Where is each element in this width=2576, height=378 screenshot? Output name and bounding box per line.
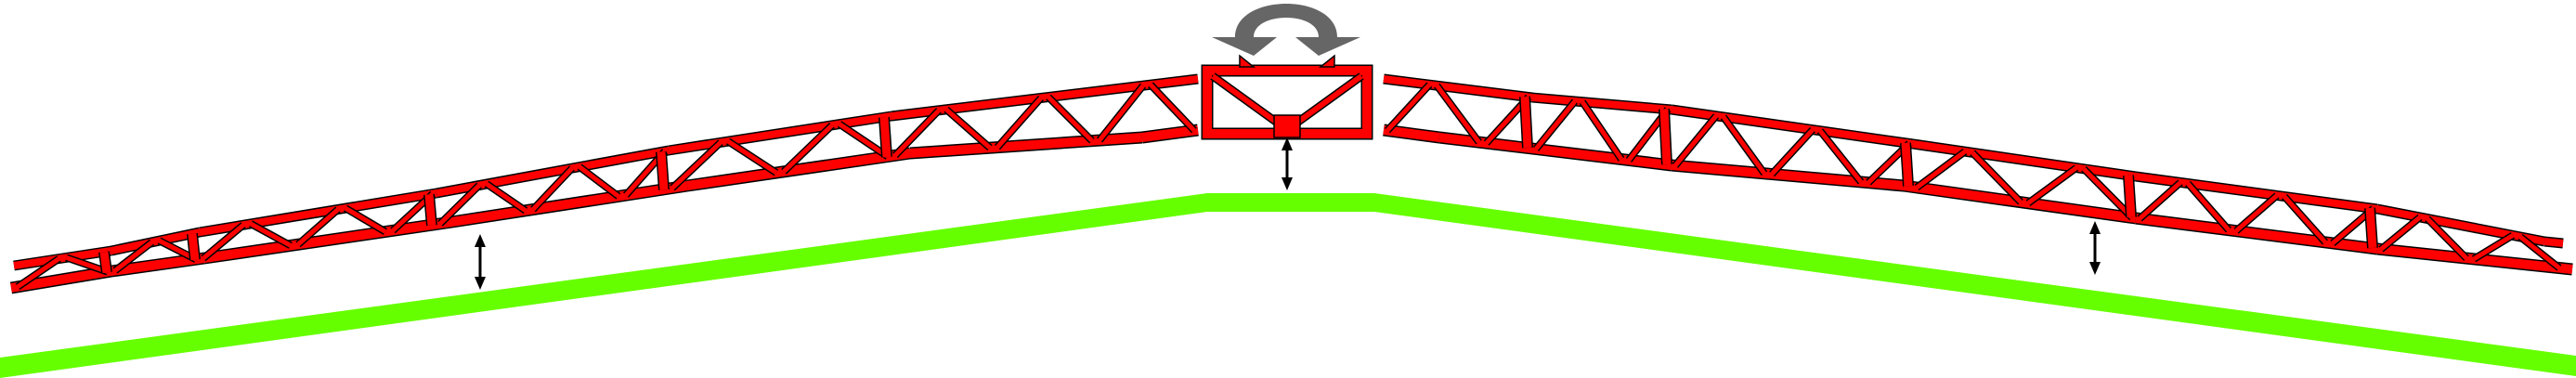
right-top-chord: [1912, 140, 2137, 180]
left-truss-diagonal: [726, 139, 778, 176]
right-joint-post: [2124, 175, 2136, 218]
right-truss-diagonal: [2082, 167, 2134, 220]
arrow-up-icon: [1281, 137, 1293, 150]
right-truss-diagonal: [2234, 193, 2279, 233]
left-bottom-chord: [686, 149, 911, 190]
right-truss-diagonal: [1534, 99, 1577, 151]
right-truss-diagonal: [2186, 181, 2231, 232]
left-bottom-chord: [111, 254, 205, 276]
center-diagonal-left: [1211, 73, 1281, 127]
left-truss-diagonal: [296, 207, 340, 247]
left-bottom-chord: [1141, 125, 1199, 142]
right-top-chord: [1383, 75, 1533, 101]
right-truss-diagonal: [2138, 180, 2182, 221]
right-truss-diagonal: [2026, 165, 2078, 205]
left-truss-diagonal: [1098, 84, 1145, 142]
right-truss-diagonal: [1721, 115, 1767, 176]
right-truss-diagonal: [2518, 234, 2561, 270]
right-truss-diagonal: [2379, 215, 2422, 252]
arrow-down-icon: [2089, 262, 2101, 275]
left-truss-diagonal: [838, 122, 890, 159]
left-truss-diagonal: [782, 124, 834, 174]
right-truss-diagonal: [1818, 129, 1863, 184]
right-truss-diagonal: [1971, 150, 2023, 204]
left-top-chord: [13, 247, 112, 269]
left-bottom-chord: [445, 181, 688, 228]
left-truss-diagonal: [344, 205, 387, 234]
left-joint-post: [188, 233, 200, 261]
height-arrows: [475, 137, 2101, 290]
left-top-chord: [891, 75, 1199, 120]
arrow-up-icon: [2089, 221, 2101, 234]
right-truss-diagonal: [1673, 114, 1718, 167]
right-joint-post: [1520, 96, 1532, 149]
right-bottom-chord: [1383, 125, 1440, 142]
right-top-chord: [2543, 238, 2564, 247]
center-frame: [1201, 54, 1373, 140]
left-bottom-chord: [10, 267, 112, 293]
right-truss-diagonal: [2283, 194, 2327, 244]
boom-truss: [9, 73, 2573, 294]
left-truss-diagonal: [995, 96, 1043, 150]
left-truss-diagonal: [1047, 95, 1094, 143]
arrow-up-icon: [475, 234, 486, 247]
left-truss-diagonal: [531, 166, 574, 212]
left-joint-post: [879, 116, 891, 158]
left-truss-diagonal: [578, 164, 620, 199]
left-truss-diagonal: [438, 183, 481, 226]
left-truss-diagonal: [670, 140, 722, 190]
left-truss-diagonal: [249, 221, 293, 248]
center-diagonal-right: [1293, 73, 1363, 127]
rotation-arrow-icon: [1212, 4, 1360, 56]
right-tab: [1318, 54, 1335, 68]
left-joint-post: [657, 151, 669, 190]
left-truss-diagonal: [16, 256, 60, 289]
right-truss-diagonal: [1580, 100, 1624, 161]
right-truss-diagonal: [2472, 233, 2515, 262]
left-tab: [1239, 54, 1256, 68]
left-truss-diagonal: [202, 223, 245, 261]
right-truss-diagonal: [1915, 150, 1967, 189]
arrow-down-icon: [1281, 177, 1293, 190]
left-truss-diagonal: [113, 240, 154, 273]
right-top-chord: [1671, 106, 1914, 148]
left-truss-diagonal: [485, 182, 527, 213]
right-truss-diagonal: [1386, 83, 1432, 133]
right-truss-diagonal: [2426, 216, 2468, 260]
arrow-down-icon: [475, 277, 486, 290]
left-bottom-chord: [203, 218, 447, 263]
right-joint-post: [1901, 142, 1913, 187]
left-truss-diagonal: [944, 107, 992, 150]
right-truss-diagonal: [1435, 84, 1481, 144]
right-truss-diagonal: [1770, 127, 1815, 176]
right-bottom-chord: [1671, 161, 1905, 190]
right-joint-post: [2365, 207, 2377, 249]
right-top-chord: [2376, 205, 2545, 245]
left-top-chord: [111, 228, 201, 254]
right-joint-post: [1659, 109, 1672, 165]
left-joint-post: [99, 251, 111, 273]
left-truss-diagonal: [1149, 83, 1196, 133]
left-joint-post: [424, 193, 436, 227]
center-pivot-block: [1273, 114, 1301, 138]
left-truss-diagonal: [893, 109, 941, 158]
right-top-chord: [1531, 94, 1672, 113]
left-top-chord: [668, 112, 892, 154]
